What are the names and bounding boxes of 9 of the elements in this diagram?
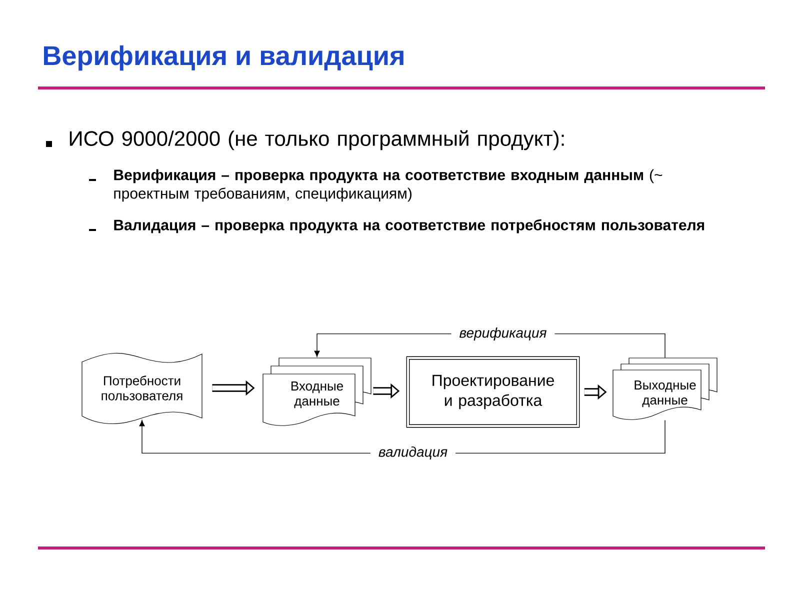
- bullet-text: Верификация – проверка продукта на соответствие входным данным (~ проектным требованиям, спецификациям): [114, 169, 662, 202]
- documents-stack: Выходные данные: [612, 358, 718, 420]
- bullet-text: Валидация – проверка продукта на соответствие потребностям пользователя: [114, 219, 704, 234]
- process-box: Проектирование и разработка: [406, 356, 580, 428]
- documents-stack: Входные данные: [262, 358, 372, 426]
- title: Верификация и валидация: [44, 45, 404, 71]
- edge-label: верификация: [451, 324, 555, 344]
- edge-label: валидация: [370, 443, 456, 463]
- bullet-text: ИСО 9000/2000 (не только программный продукт):: [70, 130, 564, 150]
